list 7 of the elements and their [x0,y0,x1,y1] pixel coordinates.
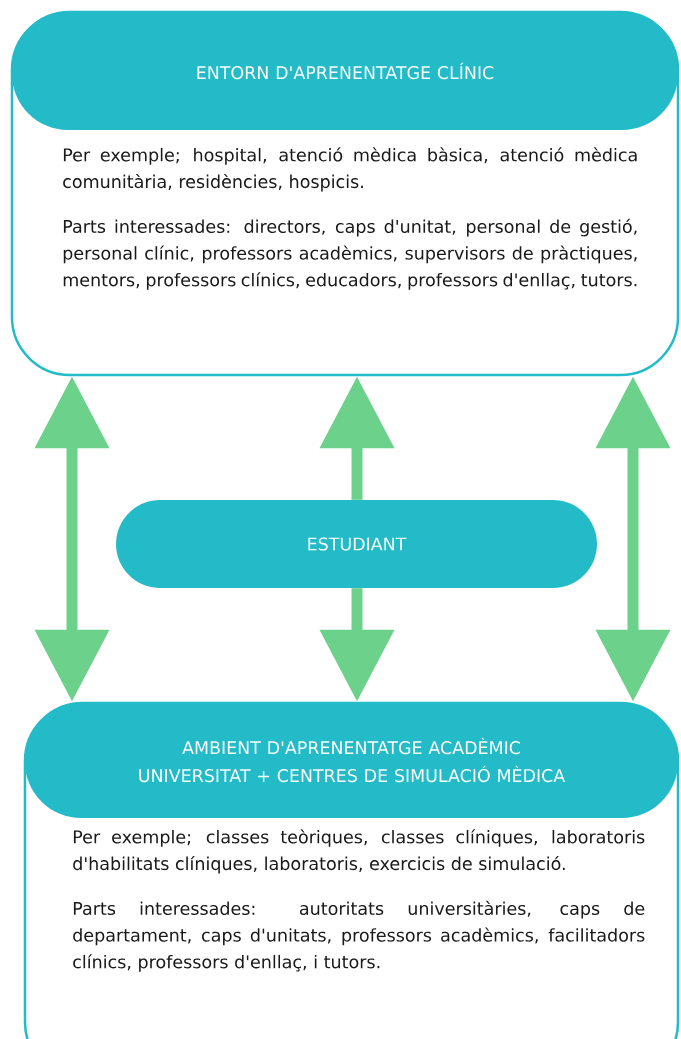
paragraph: Per exemple; classes teòriques, classes clíniques, laboratoris d'habilitats clíniques, laboratoris, exercicis de simulació. [73,829,645,874]
header-band: AMBIENT D'APRENENTATGE ACADÈMIC UNIVERSITAT + CENTRES DE SIMULACIÓ MÈDICA [25,703,678,818]
header-band: ENTORN D'APRENENTATGE CLÍNIC [12,12,678,130]
paragraph: Per exemple; hospital, atenció mèdica bàsica, atenció mèdica comunitària, residències, hospicis. [63,147,637,192]
paragraph: Parts interessades: autoritats universitàries, caps de departament, caps d'unitats, professors acadèmics, facilitadors clínics, professors d'enllaç, i tutors. [73,900,645,972]
paragraph: Parts interessades: directors, caps d'unitat, personal de gestió, personal clínic, professors acadèmics, supervisors de pràctiques, mentors, professors clínics, educadors, professors d'enllaç, tutors. [63,218,637,290]
pill-box: ESTUDIANT [116,500,597,588]
